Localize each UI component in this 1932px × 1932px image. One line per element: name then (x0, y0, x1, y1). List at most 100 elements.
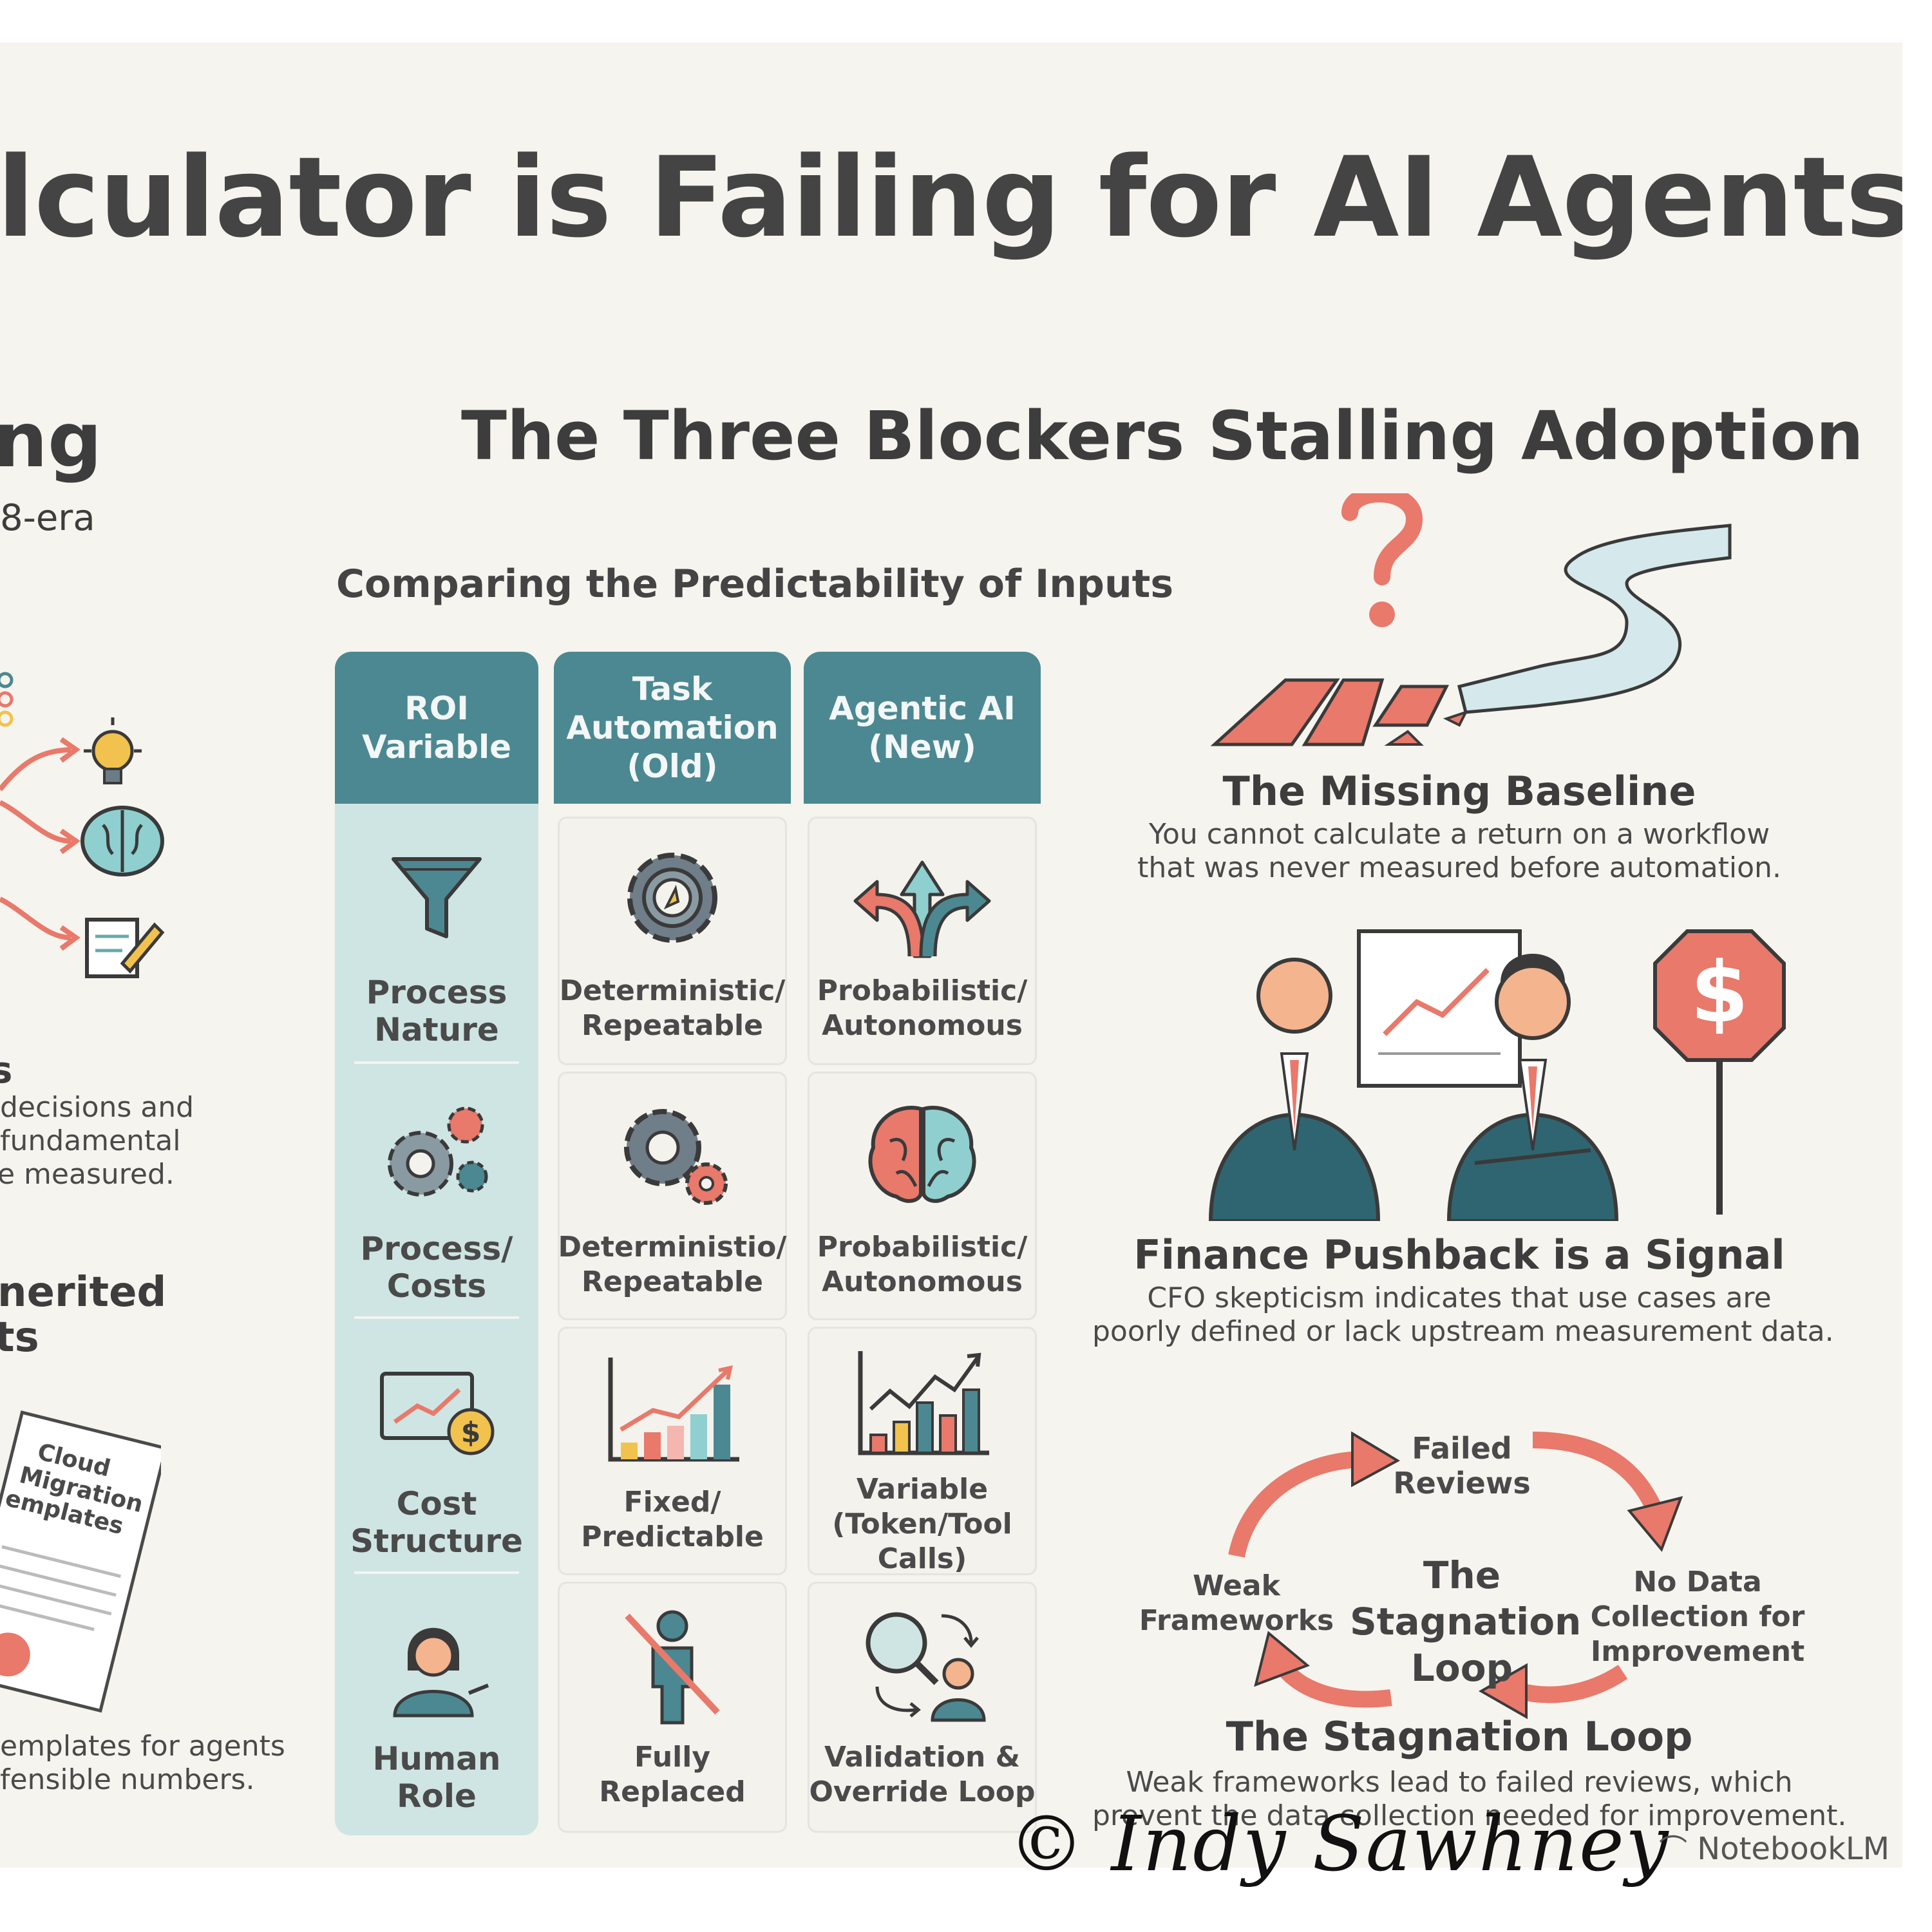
left-heading-fragment: ng (0, 395, 102, 484)
gears-icon (601, 1090, 743, 1218)
loop-line: No Data (1633, 1566, 1762, 1598)
old-cell-process-costs: Deterministio/Repeatable (554, 1066, 791, 1321)
column-header-agentic-ai: Agentic AI(New) (804, 652, 1041, 804)
loop-node-no-data-collection: No Data Collection for Improvement (1582, 1565, 1814, 1669)
finance-pushback-illustration: $ (1208, 929, 1786, 1221)
loop-line: Collection for (1590, 1600, 1805, 1633)
brain-icon (851, 1090, 993, 1218)
cell-line: Variable (856, 1473, 989, 1506)
cost-chart-icon: $ (366, 1345, 507, 1473)
left-body-line-2: fundamental (0, 1124, 181, 1157)
broken-road-illustration (1210, 493, 1732, 746)
header-line: Variable (361, 728, 512, 766)
loop-node-failed-reviews: Failed Reviews (1365, 1431, 1558, 1501)
cell-line: Fixed/ (623, 1486, 721, 1519)
cell-line: Predictable (581, 1520, 764, 1553)
cell-line: Replaced (599, 1776, 746, 1808)
new-cell-human-role: Validation &Override Loop (804, 1577, 1041, 1832)
person-icon (366, 1600, 507, 1728)
loop-line: Weak (1193, 1569, 1280, 1602)
cell-line: Costs (386, 1267, 487, 1305)
dollar-stop-sign-icon: $ (1653, 929, 1786, 1215)
cell-line: Autonomous (822, 1009, 1023, 1042)
header-line: ROI (404, 690, 469, 727)
brain-icon (80, 806, 164, 876)
missing-baseline-desc-line-1: You cannot calculate a return on a workf… (1148, 818, 1770, 851)
cell-line: Process/ (360, 1230, 513, 1267)
cell-line: Human (372, 1740, 501, 1777)
finance-pushback-title: Finance Pushback is a Signal (1133, 1231, 1785, 1278)
left-second-heading-line-2: ts (0, 1314, 39, 1361)
header-line: Agentic AI (829, 690, 1016, 727)
header-line: Automation (566, 709, 779, 746)
cell-line: Nature (374, 1011, 499, 1048)
row-divider (354, 1571, 519, 1574)
new-cell-cost-structure: Variable(Token/Tool Calls) (804, 1321, 1041, 1577)
column-agentic-ai-new: Agentic AI(New) Probabilistic/Autonomous (804, 652, 1041, 1835)
lightbulb-icon (84, 717, 142, 784)
main-title: alculator is Failing for AI Agents (0, 133, 1902, 262)
bar-chart-icon (601, 1345, 743, 1473)
cell-line: (Token/Tool Calls) (832, 1508, 1012, 1575)
branch-arrows-icon (0, 737, 80, 951)
svg-text:$: $ (1690, 943, 1748, 1041)
old-cell-cost-structure: Fixed/Predictable (554, 1321, 791, 1577)
loop-center-label: The Stagnation Loop (1350, 1552, 1581, 1691)
new-cell-process-costs: Probabilistic/Autonomous (804, 1066, 1041, 1321)
loop-line: The (1423, 1553, 1501, 1597)
cell-line: Override Loop (809, 1776, 1036, 1808)
gear-icon (601, 833, 743, 962)
presentation-board-icon (1357, 929, 1522, 1088)
notebooklm-brand: ⌒ NotebookLM (1659, 1826, 1889, 1868)
left-diagram-icons (0, 672, 165, 978)
author-signature: © Indy Sawhney (1009, 1799, 1670, 1888)
cell-line: Repeatable (582, 1265, 763, 1298)
funnel-icon (366, 833, 507, 962)
cell-line: Deterministio/ (558, 1231, 787, 1264)
infographic-panel: alculator is Failing for AI Agents ng 8-… (0, 43, 1902, 1868)
cell-line: Repeatable (582, 1009, 763, 1042)
left-section-fragment: s (0, 1050, 13, 1092)
document-pencil-icon (85, 918, 165, 978)
old-cell-process-nature: Deterministic/Repeatable (554, 810, 791, 1065)
left-footer-line-2: fensible numbers. (0, 1763, 255, 1796)
left-subheading-fragment: 8-era (0, 497, 95, 539)
finance-pushback-desc-line-2: poorly defined or lack upstream measurem… (1092, 1315, 1834, 1348)
manager-figure-icon (1446, 954, 1619, 1221)
left-body-line-3: e measured. (0, 1158, 175, 1191)
cfo-figure-icon (1208, 958, 1381, 1221)
gears-icon (366, 1090, 507, 1218)
magnifier-person-icon (851, 1600, 993, 1728)
bar-chart-icon (851, 1345, 993, 1461)
loop-line: Loop (1410, 1646, 1513, 1690)
missing-baseline-title: The Missing Baseline (1222, 768, 1696, 815)
cell-line: Process (366, 974, 507, 1011)
loop-line: Frameworks (1139, 1604, 1334, 1637)
comparison-label: Comparing the Predictability of Inputs (336, 562, 1174, 607)
template-document-icon (0, 1410, 161, 1713)
new-cell-process-nature: Probabilistic/Autonomous (804, 810, 1041, 1065)
stagnation-loop-desc-line-2: prevent the data collection needed for i… (1092, 1799, 1847, 1832)
cell-box (808, 1582, 1037, 1833)
missing-baseline-desc-line-2: that was never measured before automatio… (1137, 851, 1781, 884)
cell-line: Role (397, 1777, 477, 1815)
row-divider (354, 1061, 519, 1064)
loop-line: Improvement (1590, 1635, 1805, 1668)
left-second-heading-line-1: nerited (0, 1269, 167, 1316)
loop-line: Stagnation (1350, 1600, 1582, 1643)
loop-node-weak-frameworks: Weak Frameworks (1133, 1569, 1340, 1638)
row-divider (354, 1316, 519, 1319)
cell-line: Fully (634, 1741, 711, 1774)
loop-line: Reviews (1393, 1466, 1531, 1501)
crossed-person-icon (601, 1600, 743, 1728)
header-line: Task (632, 670, 713, 708)
brand-label: NotebookLM (1697, 1831, 1890, 1867)
cell-line: Probabilistic/ (817, 974, 1028, 1007)
